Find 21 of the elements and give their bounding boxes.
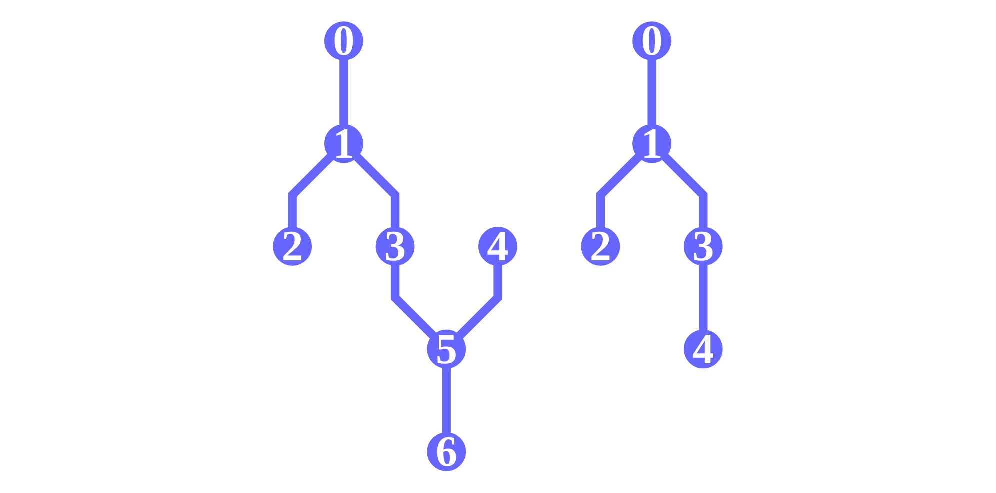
node-circle: 1: [632, 124, 672, 164]
connector: [596, 154, 642, 228]
node-circle: 6: [427, 432, 466, 472]
node-circle: 3: [376, 227, 415, 266]
connector: [390, 265, 436, 339]
node-circle: 5: [427, 330, 466, 369]
connector: [288, 154, 334, 228]
node-circle: 4: [684, 330, 723, 369]
node-circle: 2: [581, 227, 620, 266]
node-circle: 3: [684, 227, 723, 266]
connector: [354, 154, 400, 228]
connector: [648, 60, 656, 125]
node-circle: 0: [632, 22, 672, 61]
node-circle: 0: [324, 22, 364, 61]
connector: [699, 265, 708, 330]
connector: [442, 368, 451, 433]
node-circle: 2: [273, 227, 312, 266]
node-circle: 4: [478, 227, 518, 266]
connector: [340, 60, 348, 125]
node-circle: 1: [324, 124, 364, 164]
connector: [662, 154, 708, 228]
